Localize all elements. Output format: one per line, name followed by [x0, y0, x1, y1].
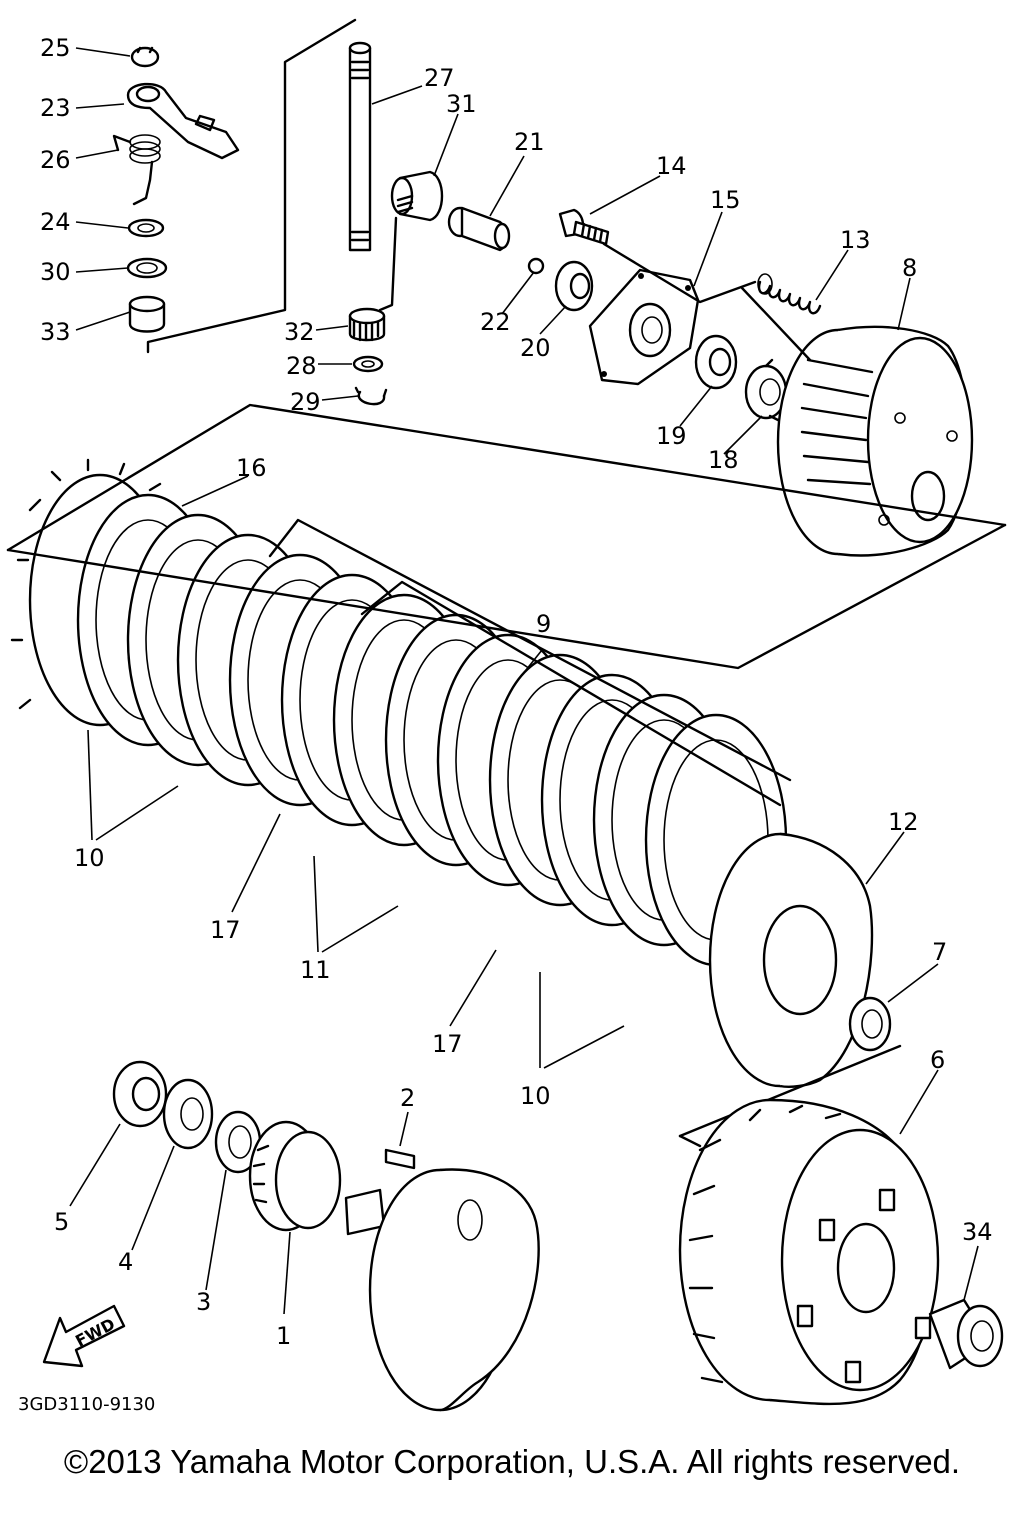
callout-26: 26 — [40, 146, 71, 174]
callout-leaders — [69, 47, 979, 1315]
callout-27: 27 — [424, 64, 455, 92]
group-bracket-push-lever — [146, 18, 357, 354]
part-34-spacer — [928, 1298, 1004, 1370]
part-27-push-lever-shaft — [348, 41, 372, 252]
callout-24: 24 — [40, 208, 71, 236]
callout-17-a: 17 — [210, 916, 241, 944]
drive-disc — [344, 1168, 540, 1412]
callout-34: 34 — [962, 1218, 993, 1246]
part-22-ball — [527, 257, 545, 275]
fwd-arrow: FWD — [42, 1304, 126, 1368]
diagram-code: 3GD3110-9130 — [18, 1394, 155, 1415]
part-25-clip — [130, 46, 160, 68]
part-28-washer — [352, 355, 384, 373]
callout-18: 18 — [708, 446, 739, 474]
part-6-clutch-housing — [678, 1098, 940, 1406]
part-30-oil-seal — [126, 257, 168, 279]
callout-15: 15 — [710, 186, 741, 214]
part-26-spring — [112, 134, 161, 206]
callout-1: 1 — [276, 1322, 291, 1350]
callout-29: 29 — [290, 388, 321, 416]
part-29-circlip — [354, 386, 388, 406]
callout-11: 11 — [300, 956, 331, 984]
callout-4: 4 — [118, 1248, 133, 1276]
part-1-primary-drive-gear — [248, 1120, 342, 1232]
part-21-push-rod — [447, 206, 511, 252]
callout-9: 9 — [536, 610, 551, 638]
callout-25: 25 — [40, 34, 71, 62]
callout-19: 19 — [656, 422, 687, 450]
callout-2: 2 — [400, 1084, 415, 1112]
callout-20: 20 — [520, 334, 551, 362]
part-5-nut — [112, 1060, 168, 1128]
part-18-lock-washer — [744, 358, 788, 422]
callout-33: 33 — [40, 318, 71, 346]
clutch-exploded-diagram: FWD 3GD3110-9130 — [6, 18, 1007, 1415]
callout-14: 14 — [656, 152, 687, 180]
callout-8: 8 — [902, 254, 917, 282]
callout-13: 13 — [840, 226, 871, 254]
callout-5: 5 — [54, 1208, 69, 1236]
part-13-clutch-spring — [757, 273, 822, 315]
callout-17-b: 17 — [432, 1030, 463, 1058]
part-23-push-lever — [126, 82, 240, 160]
callout-30: 30 — [40, 258, 71, 286]
part-24-washer — [127, 218, 165, 238]
callout-28: 28 — [286, 352, 317, 380]
part-20-bearing — [554, 260, 594, 312]
callout-10-a: 10 — [74, 844, 105, 872]
callout-16: 16 — [236, 454, 267, 482]
callout-32: 32 — [284, 318, 315, 346]
clutch-plate-pack — [10, 458, 788, 967]
callout-6: 6 — [930, 1046, 945, 1074]
callout-10-b: 10 — [520, 1082, 551, 1110]
part-14-screw — [558, 208, 610, 246]
part-3-circlip — [214, 1110, 262, 1174]
part-19-bearing — [694, 334, 738, 390]
callout-22: 22 — [480, 308, 511, 336]
part-4-lock-washer — [162, 1078, 214, 1150]
part-2-key — [384, 1148, 416, 1170]
part-7-circlip — [848, 996, 892, 1052]
callout-12: 12 — [888, 808, 919, 836]
callout-3: 3 — [196, 1288, 211, 1316]
part-12-pressure-plate — [708, 832, 874, 1088]
copyright-notice: ©2013 Yamaha Motor Corporation, U.S.A. A… — [63, 1443, 961, 1480]
part-31-push-rod — [390, 170, 444, 222]
callout-labels: 25 23 26 24 30 33 27 31 21 14 15 13 8 32… — [40, 34, 993, 1350]
callout-23: 23 — [40, 94, 71, 122]
part-32-pinion — [348, 307, 386, 342]
part-15-pressure-plate — [588, 268, 700, 386]
part-33-bush — [128, 295, 166, 333]
part-8-clutch-boss — [776, 325, 974, 557]
callout-31: 31 — [446, 90, 477, 118]
callout-21: 21 — [514, 128, 545, 156]
callout-7: 7 — [932, 938, 947, 966]
